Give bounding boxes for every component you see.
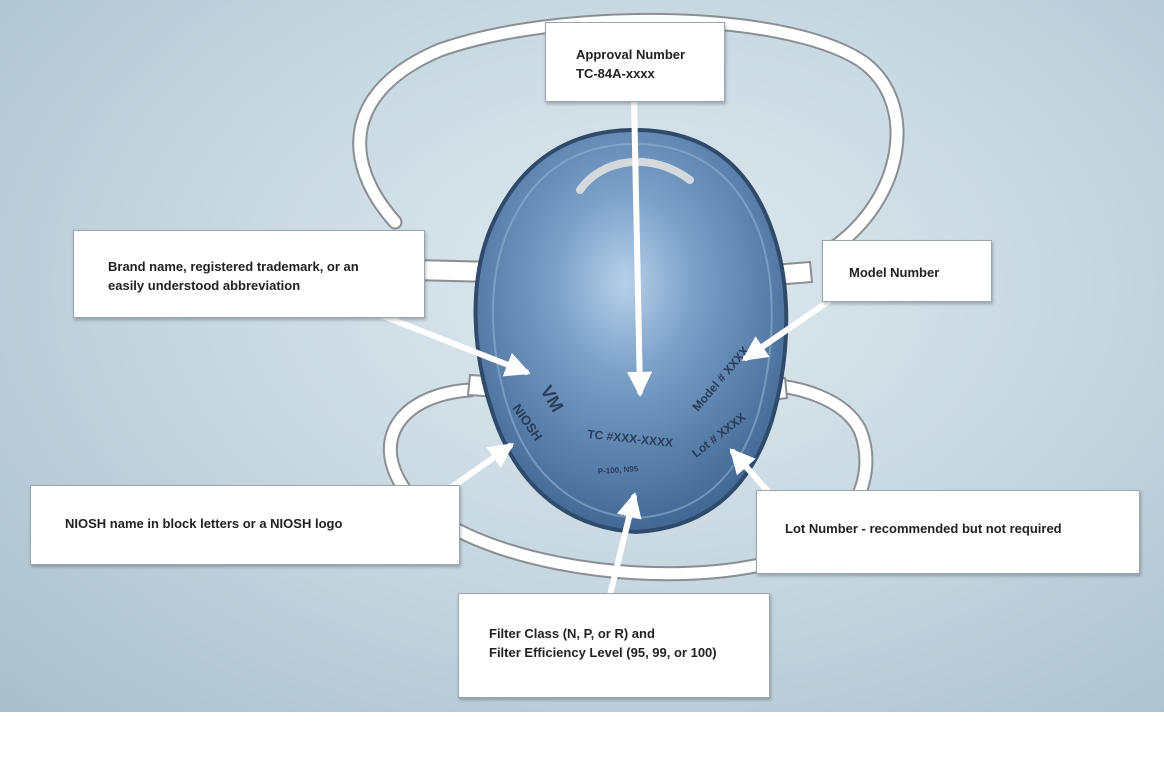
respirator-illustration: VM NIOSH TC #XXX-XXXX P-100, N95 Model #…	[352, 12, 905, 598]
callout-niosh-name: NIOSH name in block letters or a NIOSH l…	[30, 485, 460, 565]
callout-lot-line1: Lot Number - recommended but not require…	[785, 521, 1062, 536]
strap-upper	[352, 12, 905, 258]
diagram-canvas: VM NIOSH TC #XXX-XXXX P-100, N95 Model #…	[0, 0, 1164, 712]
callout-lot-number: Lot Number - recommended but not require…	[756, 490, 1140, 574]
nose-clip	[576, 157, 694, 194]
callout-brand-line1: Brand name, registered trademark, or an	[108, 259, 359, 274]
callout-niosh-line1: NIOSH name in block letters or a NIOSH l…	[65, 516, 343, 531]
callout-filter-class: Filter Class (N, P, or R) and Filter Eff…	[458, 593, 770, 698]
strap-lower	[382, 377, 874, 582]
filter-code-mark: P-100, N95	[598, 464, 640, 476]
callout-brand-name: Brand name, registered trademark, or an …	[73, 230, 425, 318]
callout-approval-line1: Approval Number	[576, 47, 686, 62]
arrow-approval	[626, 95, 653, 398]
mask-body	[473, 127, 789, 535]
callout-filter-line1: Filter Class (N, P, or R) and	[489, 626, 655, 641]
callout-approval-number: Approval Number TC-84A-xxxx	[545, 22, 725, 102]
callout-filter-line2: Filter Efficiency Level (95, 99, or 100)	[489, 645, 717, 660]
callout-brand-line2: easily understood abbreviation	[108, 278, 301, 293]
callout-model-line1: Model Number	[849, 265, 940, 280]
arrow-filter	[607, 492, 642, 598]
callout-model-number: Model Number	[822, 240, 992, 302]
callout-approval-line2: TC-84A-xxxx	[576, 66, 655, 81]
